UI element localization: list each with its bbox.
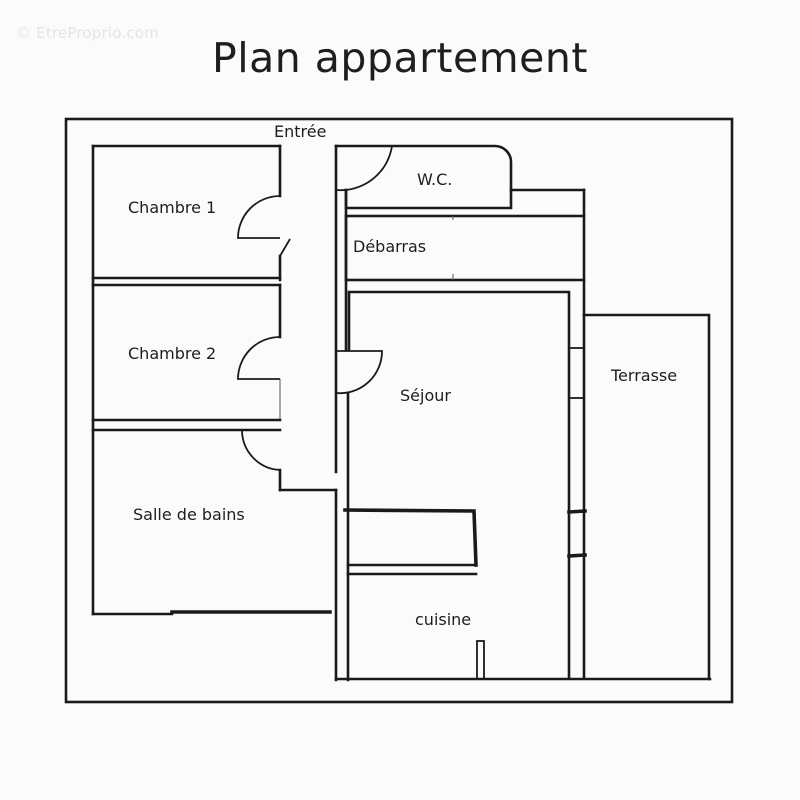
door-chambre1 [237,195,281,239]
room-label-wc: W.C. [417,170,453,189]
door-chambre2 [237,336,281,380]
room-label-debarras: Débarras [353,237,427,256]
kitchen-element [476,640,485,680]
kitchen-counter [343,508,478,567]
watermark: © EtreProprio.com [16,24,159,42]
room-label-entree: Entrée [274,122,327,141]
room-label-sejour: Séjour [400,386,451,405]
room-label-cuisine: cuisine [415,610,472,629]
terrasse-walls [582,313,711,681]
wc-wall [334,144,513,210]
debarras-walls [344,214,586,282]
room-label-chambre-1: Chambre 1 [128,198,217,217]
outer-frame [64,117,734,704]
door-wc [335,145,393,192]
room-label-salle-de-bains: Salle de bains [133,505,245,524]
room-label-terrasse: Terrasse [611,366,678,385]
room-label-chambre-2: Chambre 2 [128,344,217,363]
page-title: Plan appartement [212,34,588,82]
sejour-walls [347,290,571,680]
door-salle-de-bains [241,429,281,471]
door-sejour [335,350,383,395]
